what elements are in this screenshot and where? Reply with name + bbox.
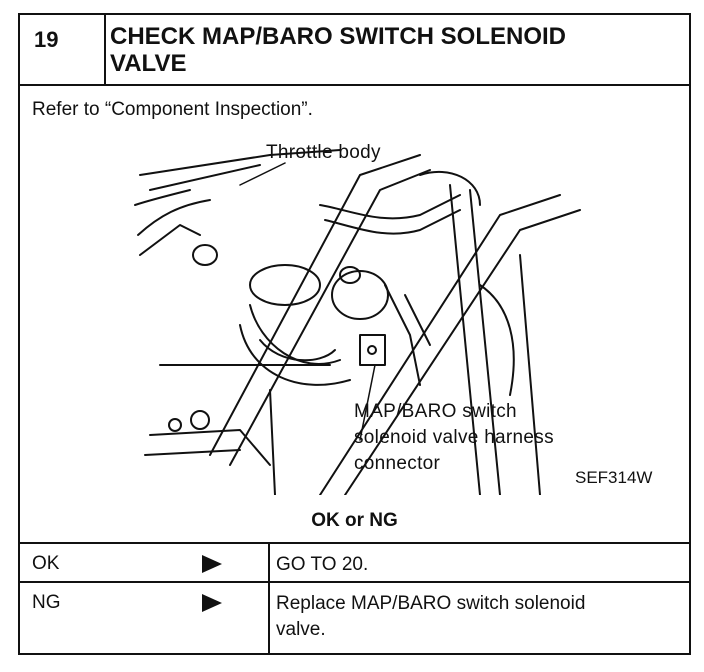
result-action-text: GO TO 20. (276, 554, 369, 575)
result-action-line-2: valve. (276, 619, 326, 640)
figure-code: SEF314W (575, 468, 653, 487)
label-switch-line-2: solenoid valve harness (354, 427, 554, 448)
step-title: CHECK MAP/BARO SWITCH SOLENOID VALVE (110, 23, 670, 77)
refer-instruction: Refer to “Component Inspection”. (32, 99, 313, 120)
step-header: 19 CHECK MAP/BARO SWITCH SOLENOID VALVE (20, 15, 689, 86)
right-triangle-arrow-icon (202, 555, 222, 573)
result-action: GO TO 20. (268, 544, 688, 581)
result-heading: OK or NG (311, 510, 398, 531)
right-triangle-arrow-icon (202, 594, 222, 612)
step-title-line-1: CHECK MAP/BARO SWITCH SOLENOID (110, 23, 566, 50)
result-row-ok: OK GO TO 20. (20, 542, 689, 581)
result-label: NG (32, 592, 61, 613)
engine-component-illustration (134, 149, 581, 495)
result-action-line-1: Replace MAP/BARO switch solenoid (276, 593, 586, 614)
result-label: OK (32, 553, 60, 574)
label-throttle-body: Throttle body (266, 142, 381, 163)
label-switch-line-3: connector (354, 453, 441, 474)
procedure-table: 19 CHECK MAP/BARO SWITCH SOLENOID VALVE … (18, 13, 691, 655)
result-action: Replace MAP/BARO switch solenoid valve. (268, 583, 688, 655)
step-title-line-2: VALVE (110, 50, 187, 77)
result-row-ng: NG Replace MAP/BARO switch solenoid valv… (20, 581, 689, 655)
label-switch-line-1: MAP/BARO switch (354, 401, 517, 422)
step-number: 19 (20, 15, 106, 84)
